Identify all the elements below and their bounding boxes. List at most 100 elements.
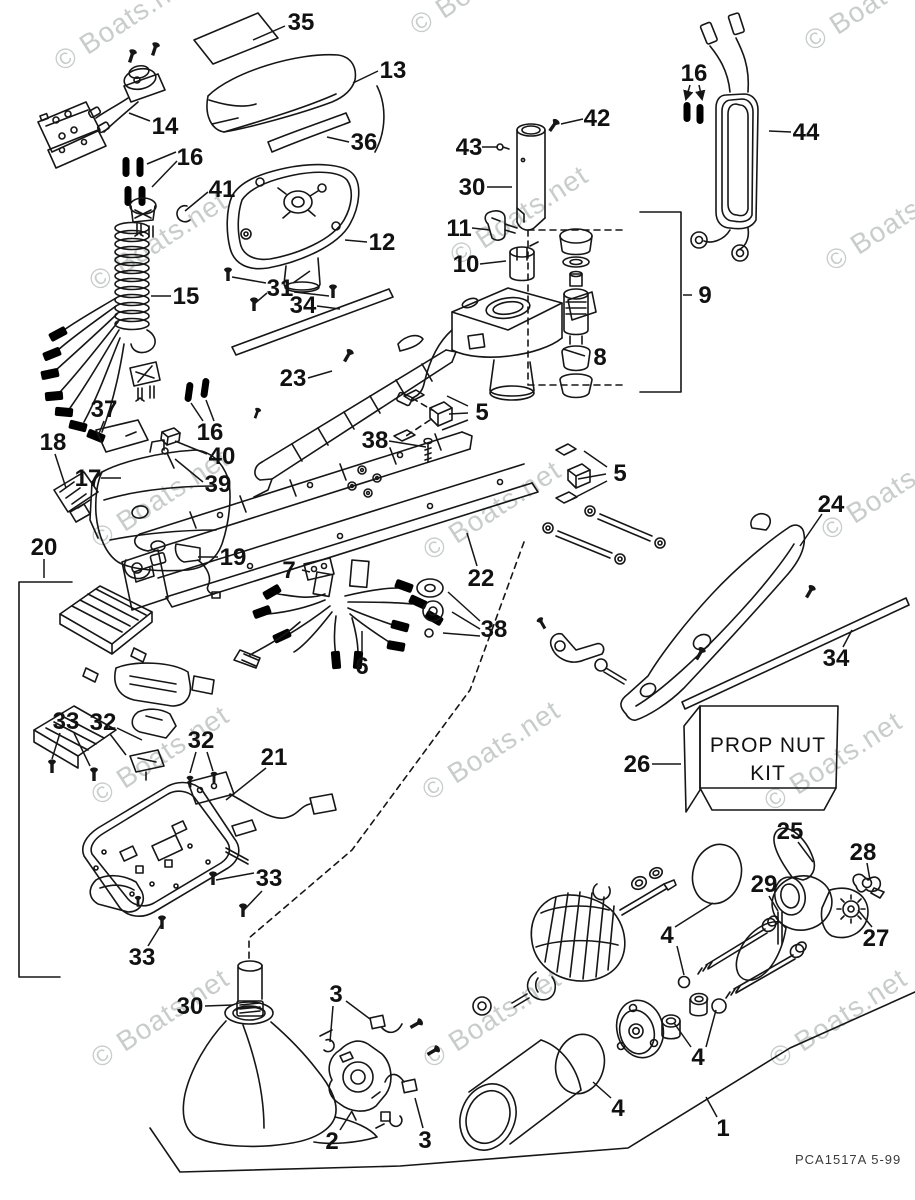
- part-20-bracket-outline: [18, 581, 73, 978]
- prop-nut-kit-label-line2: KIT: [750, 762, 786, 785]
- part-16-pins-mid: [184, 377, 210, 403]
- part-callout-34: 34: [290, 292, 317, 319]
- part-callout-30: 30: [177, 993, 204, 1020]
- part-27-star-washer: [836, 894, 866, 924]
- leader-line-16: [695, 84, 706, 102]
- leader-line-31: [293, 291, 330, 297]
- leader-line-3: [329, 1005, 334, 1043]
- leader-line-33: [147, 924, 162, 947]
- part-callout-26: 26: [624, 751, 651, 778]
- part-16-pins-right: [683, 102, 704, 124]
- part-1-assembly-boundary: [149, 991, 915, 1173]
- part-33-wedge: [89, 874, 144, 913]
- prop-nut-kit-label-line1: PROP NUT: [710, 734, 826, 757]
- leader-line-4: [673, 1022, 692, 1048]
- leader-line-16: [683, 84, 694, 102]
- leader-line-33: [73, 732, 91, 767]
- leader-line-5: [448, 412, 469, 415]
- part-callout-43: 43: [456, 134, 483, 161]
- part-callout-13: 13: [380, 57, 407, 84]
- leader-line-34: [842, 629, 853, 648]
- leader-line-31: [231, 276, 267, 284]
- leader-line-29: [768, 895, 779, 912]
- leader-line-40: [174, 440, 208, 455]
- part-4-oring-large-lower: [554, 1033, 606, 1095]
- leader-line-24: [799, 513, 823, 547]
- leader-line-31: [252, 292, 268, 306]
- leader-line-1: [705, 1096, 718, 1118]
- part-callout-3: 3: [418, 1127, 431, 1154]
- part-30-lower-tube: [236, 960, 264, 1017]
- part-37-pad: [95, 419, 149, 453]
- part-callout-19: 19: [220, 544, 247, 571]
- part-callout-42: 42: [584, 105, 611, 132]
- part-callout-41: 41: [209, 176, 236, 203]
- leader-line-37: [97, 420, 105, 437]
- part-5-isolators-upper: [393, 389, 453, 442]
- part-15-coiled-cable: [35, 197, 161, 444]
- part-callout-5: 5: [475, 399, 488, 426]
- leader-line-5: [441, 419, 469, 431]
- watermark-text: © Boats.net: [417, 454, 566, 566]
- leader-line-27: [857, 909, 873, 928]
- part-26-prop-nut-kit-box: PROP NUT KIT: [683, 705, 839, 813]
- part-callout-38: 38: [481, 616, 508, 643]
- leader-line-38: [447, 591, 481, 622]
- part-42-screw: [546, 117, 561, 134]
- part-callout-20: 20: [31, 534, 58, 561]
- leader-line-14: [128, 112, 151, 122]
- part-callout-2: 2: [325, 1128, 338, 1155]
- part-callout-30: 30: [459, 174, 486, 201]
- part-callout-31: 31: [267, 275, 294, 302]
- leader-line-4: [592, 1081, 612, 1099]
- part-callout-6: 6: [355, 653, 368, 680]
- leader-line-4: [705, 1009, 717, 1048]
- part-callout-33: 33: [256, 865, 283, 892]
- part-22-mount-rails: [121, 431, 539, 611]
- part-pedal-base-plate: [82, 781, 249, 929]
- leader-line-33: [215, 872, 255, 881]
- part-armature: [511, 866, 677, 1008]
- part-pedal-mid-bracket: [131, 708, 177, 739]
- part-motor-can: [459, 996, 582, 1151]
- leader-line-39: [174, 458, 204, 483]
- leader-line-38: [442, 632, 481, 637]
- part-callout-36: 36: [351, 129, 378, 156]
- part-callout-24: 24: [818, 491, 845, 518]
- part-23-upper-rail: [251, 334, 457, 498]
- part-25-propeller: [735, 827, 869, 981]
- part-callout-32: 32: [188, 727, 215, 754]
- part-callout-7: 7: [282, 557, 295, 584]
- leader-line-44: [768, 130, 792, 133]
- part-43-screw: [496, 143, 510, 151]
- part-9-bushing-kit: [527, 211, 682, 399]
- leader-line-32: [109, 733, 127, 756]
- part-13-retainer-wire: [374, 85, 385, 153]
- part-19-bracket-wire: [174, 543, 221, 599]
- leader-line-13: [352, 70, 379, 84]
- part-34-trim-strip-lower: [681, 597, 910, 710]
- plate-code: PCA1517A 5-99: [795, 1152, 901, 1167]
- part-13-head-cover: [206, 53, 357, 133]
- part-39-screw: [161, 447, 175, 469]
- part-callout-29: 29: [751, 871, 778, 898]
- leader-line-23: [307, 370, 333, 379]
- line-art-layer: PROP NUT KIT: [18, 12, 915, 1173]
- part-callout-34: 34: [823, 645, 850, 672]
- part-callout-22: 22: [468, 565, 495, 592]
- part-callout-10: 10: [453, 251, 480, 278]
- watermark-text: © Boats.net: [85, 962, 234, 1074]
- part-30-upper-tube: [516, 123, 546, 231]
- leader-line-4: [674, 902, 714, 928]
- watermark-text: © Boats.net: [763, 962, 912, 1074]
- leader-line-12: [344, 239, 368, 243]
- part-24-side-cover: [620, 512, 806, 721]
- watermark-text: © Boats.net: [798, 0, 915, 57]
- leader-line-16: [205, 399, 215, 422]
- part-callout-27: 27: [863, 925, 890, 952]
- part-38-washer-set: [416, 578, 444, 638]
- part-callout-28: 28: [850, 839, 877, 866]
- leader-line-11: [471, 227, 491, 231]
- part-callout-18: 18: [40, 429, 67, 456]
